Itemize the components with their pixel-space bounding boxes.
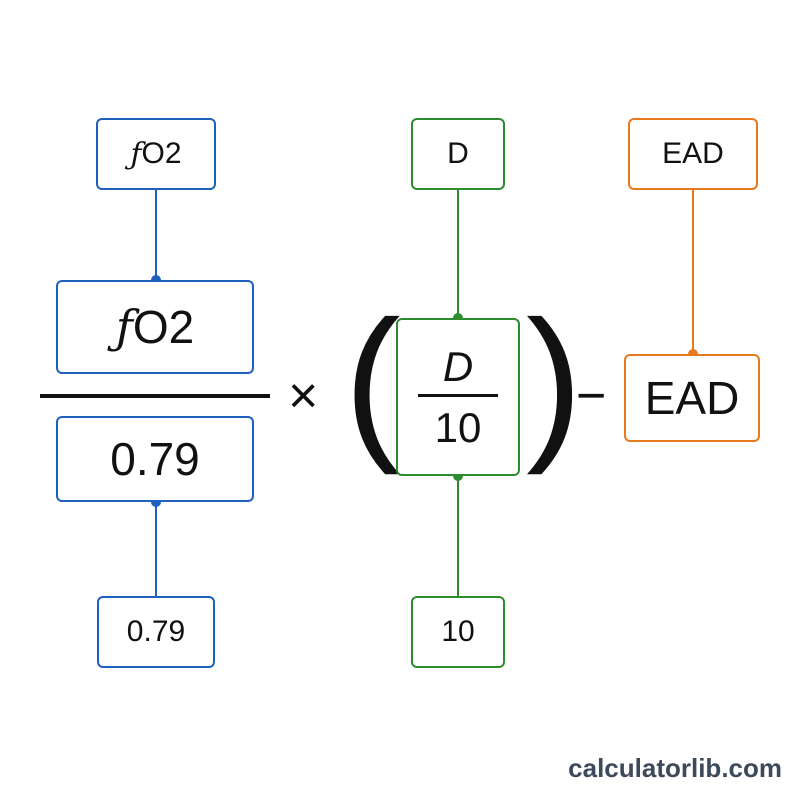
inner-fraction-box: D 10 — [396, 318, 520, 476]
label-ten-bottom-text: 10 — [441, 615, 475, 648]
label-fo2-top-text: O2 — [141, 137, 182, 170]
inner-numerator: D — [442, 342, 474, 390]
formula-denominator-text: 0.79 — [110, 433, 200, 485]
label-ten-bottom: 10 — [411, 596, 505, 668]
formula-numerator-text: O2 — [132, 301, 195, 353]
times-operator: × — [288, 367, 319, 425]
label-ead-top: EAD — [628, 118, 758, 190]
paren-close: ) — [526, 286, 583, 476]
label-fo2-bottom-text: 0.79 — [126, 615, 186, 648]
paren-open: ( — [344, 286, 401, 476]
label-d-top: D — [411, 118, 505, 190]
formula-ead-box: EAD — [624, 354, 760, 442]
formula-denominator-box: 0.79 — [56, 416, 254, 502]
inner-fraction: D 10 — [418, 342, 498, 451]
label-d-top-text: D — [447, 137, 469, 170]
label-ead-top-text: EAD — [662, 137, 724, 170]
label-fo2-bottom: 0.79 — [97, 596, 215, 668]
inner-denominator: 10 — [434, 403, 482, 451]
inner-fraction-bar — [418, 393, 498, 397]
watermark: calculatorlib.com — [568, 753, 782, 783]
formula-ead-text: EAD — [644, 372, 740, 424]
minus-operator: − — [576, 367, 607, 425]
italic-f-glyph-numerator: ƒ — [115, 300, 133, 354]
italic-f-glyph: ƒ — [130, 136, 142, 172]
